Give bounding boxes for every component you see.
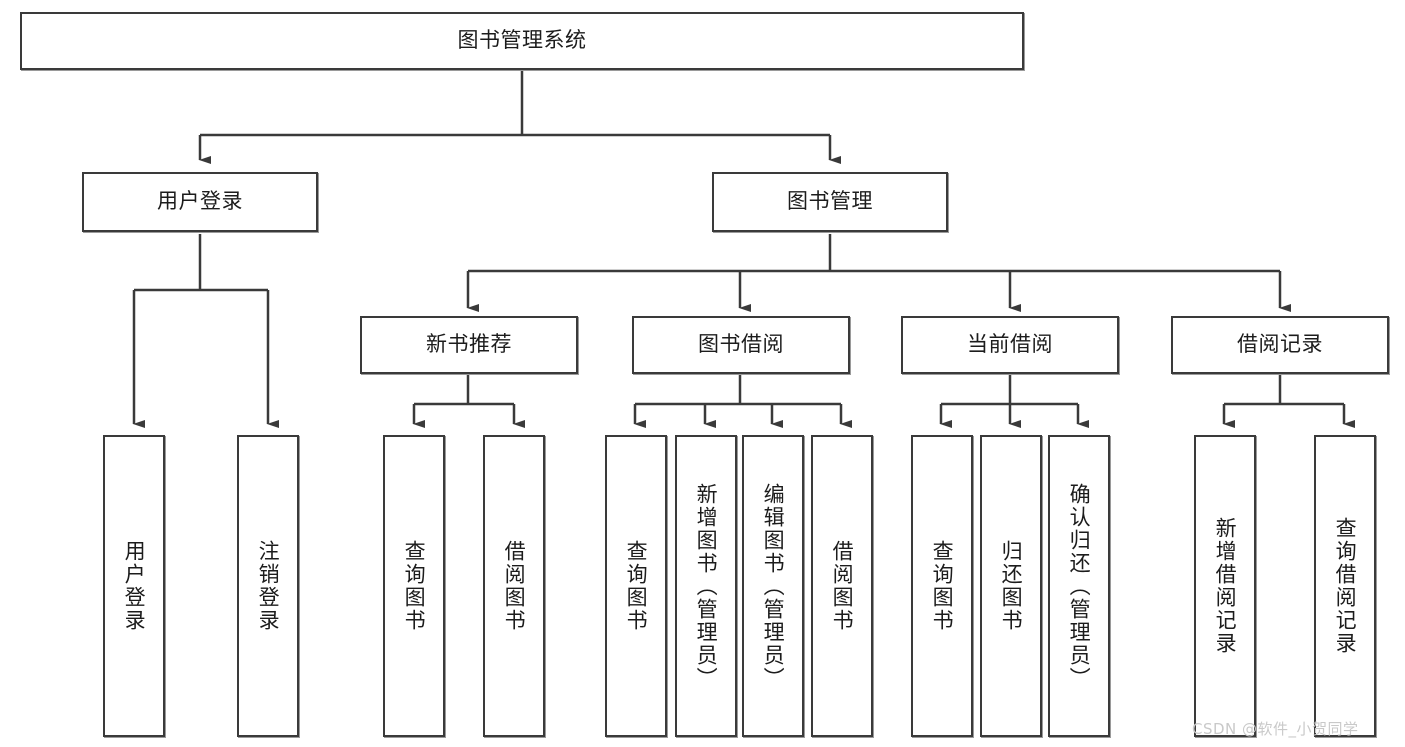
node-label: 查询图书 [930, 540, 955, 632]
node-label: 新书推荐 [426, 332, 512, 357]
leaf-query-borrow-record[interactable]: 查询借阅记录 [1314, 435, 1376, 737]
node-label: 用户登录 [122, 540, 147, 632]
node-label: 确认归还（管理员） [1067, 482, 1092, 690]
leaf-confirm-return-admin[interactable]: 确认归还（管理员） [1048, 435, 1110, 737]
node-label: 图书管理系统 [457, 28, 587, 53]
node-current-borrow[interactable]: 当前借阅 [901, 316, 1119, 374]
node-book-borrow[interactable]: 图书借阅 [632, 316, 850, 374]
node-label: 查询图书 [624, 540, 649, 632]
leaf-user-logout[interactable]: 注销登录 [237, 435, 299, 737]
node-label: 图书管理 [787, 189, 873, 214]
node-label: 查询图书 [402, 540, 427, 632]
leaf-borrow-book[interactable]: 借阅图书 [811, 435, 873, 737]
leaf-query-book-borrow[interactable]: 查询图书 [605, 435, 667, 737]
node-book-management[interactable]: 图书管理 [712, 172, 948, 232]
node-label: 借阅图书 [502, 540, 527, 632]
leaf-borrow-book-recommend[interactable]: 借阅图书 [483, 435, 545, 737]
leaf-add-book-admin[interactable]: 新增图书（管理员） [675, 435, 737, 737]
node-label: 图书借阅 [698, 332, 784, 357]
node-book-management-system[interactable]: 图书管理系统 [20, 12, 1024, 70]
node-label: 借阅图书 [830, 540, 855, 632]
node-label: 用户登录 [157, 189, 243, 214]
leaf-add-borrow-record[interactable]: 新增借阅记录 [1194, 435, 1256, 737]
node-label: 归还图书 [999, 540, 1024, 632]
node-label: 注销登录 [256, 540, 281, 632]
leaf-return-book[interactable]: 归还图书 [980, 435, 1042, 737]
leaf-query-book-current[interactable]: 查询图书 [911, 435, 973, 737]
node-label: 新增借阅记录 [1213, 517, 1238, 655]
leaf-query-book-recommend[interactable]: 查询图书 [383, 435, 445, 737]
node-label: 新增图书（管理员） [694, 482, 719, 690]
node-label: 编辑图书（管理员） [761, 482, 786, 690]
node-label: 查询借阅记录 [1333, 517, 1358, 655]
leaf-user-login[interactable]: 用户登录 [103, 435, 165, 737]
node-user-login[interactable]: 用户登录 [82, 172, 318, 232]
node-borrow-record[interactable]: 借阅记录 [1171, 316, 1389, 374]
node-label: 当前借阅 [967, 332, 1053, 357]
csdn-watermark: CSDN @软件_小贺同学 [1192, 720, 1359, 738]
node-new-book-recommend[interactable]: 新书推荐 [360, 316, 578, 374]
leaf-edit-book-admin[interactable]: 编辑图书（管理员） [742, 435, 804, 737]
node-label: 借阅记录 [1237, 332, 1323, 357]
